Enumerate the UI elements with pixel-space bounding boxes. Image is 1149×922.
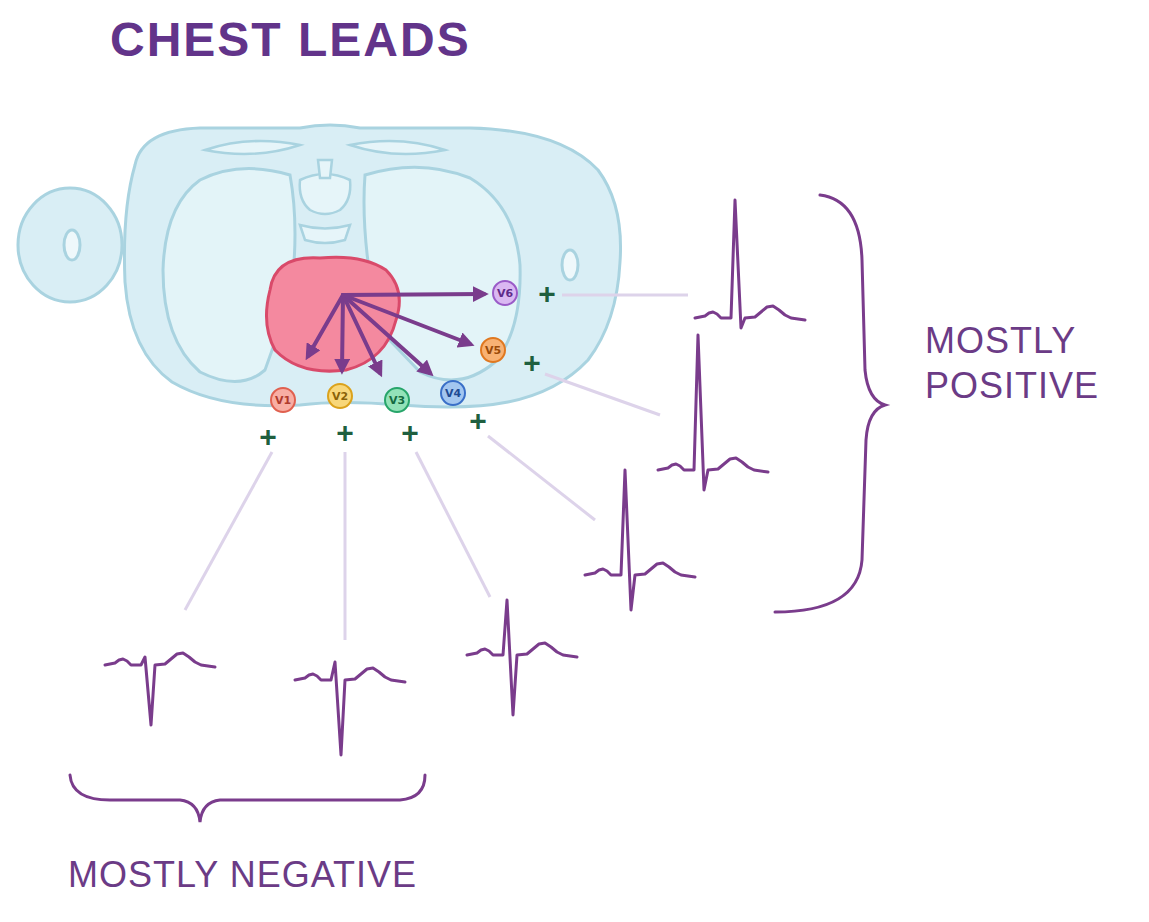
lead-electrode: V5 [480, 337, 506, 363]
vertebra [318, 160, 332, 178]
ecg-trace [467, 600, 577, 715]
ecg-trace [695, 200, 805, 328]
lead-electrode: V4 [440, 380, 466, 406]
lead-electrode: V1 [270, 387, 296, 413]
ecg-trace [658, 335, 768, 490]
group-label: MOSTLY POSITIVE [925, 318, 1140, 408]
torso [124, 125, 620, 407]
polarity-sign: + [259, 422, 277, 452]
arm-bone [562, 250, 578, 280]
heart [266, 257, 399, 371]
vector-arrows [308, 294, 484, 373]
lead-name: V4 [445, 388, 461, 399]
lead-name: V6 [497, 288, 513, 299]
title: CHEST LEADS [110, 12, 471, 67]
lead-electrode: V6 [492, 280, 518, 306]
polarity-sign: + [336, 418, 354, 448]
arm [18, 188, 122, 302]
scapula [205, 141, 300, 154]
arm-bone [64, 230, 80, 260]
bracket [775, 195, 885, 612]
leader-lines [185, 295, 688, 640]
lead-name: V3 [389, 395, 405, 406]
lead-electrode: V3 [384, 387, 410, 413]
bracket [70, 775, 425, 822]
polarity-sign: + [469, 406, 487, 436]
ecg-traces [105, 200, 805, 755]
polarity-sign: + [538, 279, 556, 309]
group-label: MOSTLY NEGATIVE [68, 852, 417, 897]
ecg-trace [295, 662, 405, 755]
lead-name: V5 [485, 345, 501, 356]
polarity-sign: + [401, 418, 419, 448]
vertebra [300, 225, 350, 243]
vertebra [300, 174, 351, 214]
ecg-trace [105, 653, 215, 725]
lead-electrode: V2 [327, 383, 353, 409]
polarity-sign: + [523, 348, 541, 378]
lead-name: V2 [332, 391, 348, 402]
scapula [350, 141, 445, 154]
lead-name: V1 [275, 395, 291, 406]
ecg-trace [585, 470, 695, 610]
